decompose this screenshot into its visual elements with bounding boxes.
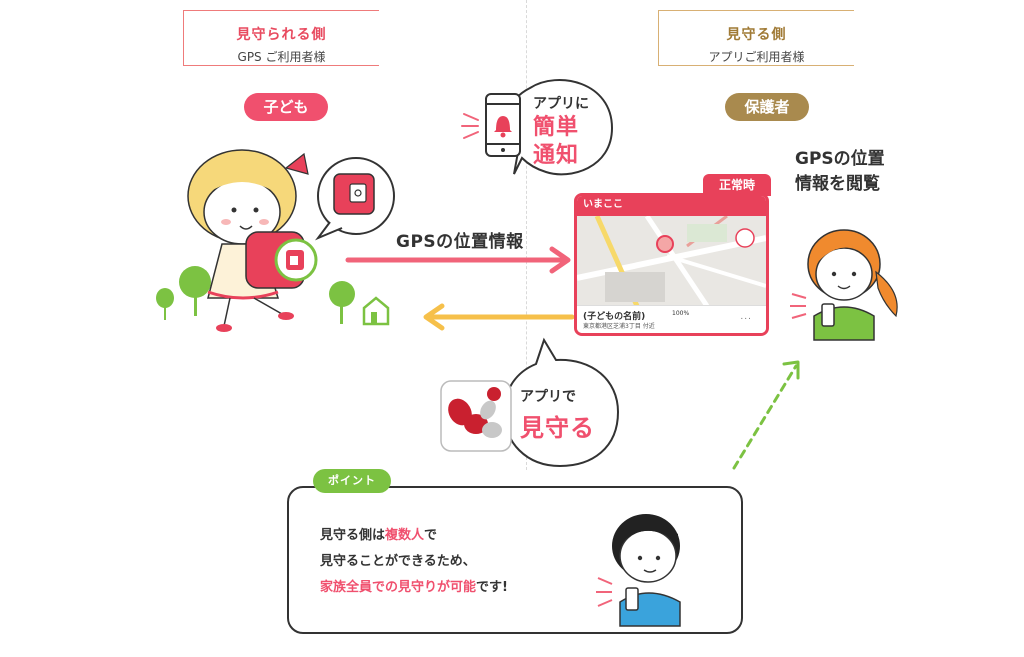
battery-level: 100%	[672, 310, 690, 317]
browse-line2: 情報を閲覧	[795, 173, 880, 194]
app-name: いまここ	[577, 196, 766, 216]
watch-line2: 見守る	[520, 414, 595, 442]
point-line2: 見守ることができるため、	[320, 554, 476, 569]
boy-illustration	[596, 514, 681, 627]
notify-line1: アプリに	[533, 96, 589, 112]
map-view	[577, 216, 766, 306]
guardian-badge: 保護者	[725, 93, 809, 121]
app-screen-card: いまここ (子どもの名前) 東京都港区芝浦3丁目 付近 100% ...	[574, 193, 769, 336]
watched-side-subtitle: GPS ご利用者様	[237, 50, 326, 64]
watched-side-title: 見守られる側	[236, 27, 327, 43]
browse-line1: GPSの位置	[795, 149, 885, 169]
point-text: 見守る側は複数人で 見守ることができるため、 家族全員での見守りが可能です!	[320, 523, 508, 601]
child-illustration	[156, 149, 318, 332]
gps-arrow-label: GPSの位置情報	[396, 232, 524, 252]
point-tag: ポイント	[313, 469, 391, 493]
watcher-side-title: 見守る側	[726, 27, 787, 43]
browse-label: GPSの位置 情報を閲覧	[795, 147, 885, 196]
house-icon	[329, 281, 390, 326]
point-line3: 家族全員での見守りが可能です!	[320, 580, 508, 595]
center-divider	[526, 0, 527, 470]
gps-device-zoom-icon	[315, 157, 395, 241]
map-roads	[577, 216, 766, 306]
watcher-side-box: 見守る側 アプリご利用者様	[658, 10, 854, 66]
guardian-illustration	[790, 229, 898, 341]
notify-line3: 通知	[533, 143, 580, 169]
gps-arrow	[345, 246, 571, 274]
child-name: (子どもの名前)	[583, 312, 646, 322]
watch-line1: アプリで	[520, 389, 576, 405]
watcher-side-subtitle: アプリご利用者様	[708, 50, 805, 64]
more-menu-icon[interactable]: ...	[740, 312, 752, 322]
notify-lines-icon	[461, 113, 479, 139]
status-tab: 正常時	[703, 174, 771, 196]
green-dashed-arrow	[732, 360, 800, 470]
app-footer: (子どもの名前) 東京都港区芝浦3丁目 付近 100% ...	[577, 305, 766, 333]
notify-line2: 簡単	[533, 114, 580, 140]
app-icon[interactable]	[440, 380, 512, 452]
address-text: 東京都港区芝浦3丁目 付近	[583, 323, 655, 330]
watched-side-box: 見守られる側 GPS ご利用者様	[183, 10, 379, 66]
watch-label: アプリで 見守る	[520, 386, 595, 443]
point-line1: 見守る側は複数人で	[320, 528, 438, 543]
return-arrow	[423, 303, 575, 331]
right-box-top-line	[658, 10, 854, 11]
tree-icon	[156, 266, 211, 320]
notify-label: アプリに 簡単 通知	[533, 96, 589, 171]
left-box-top-line	[183, 10, 379, 11]
child-badge: 子ども	[244, 93, 328, 121]
phone-bell-icon	[485, 93, 521, 157]
